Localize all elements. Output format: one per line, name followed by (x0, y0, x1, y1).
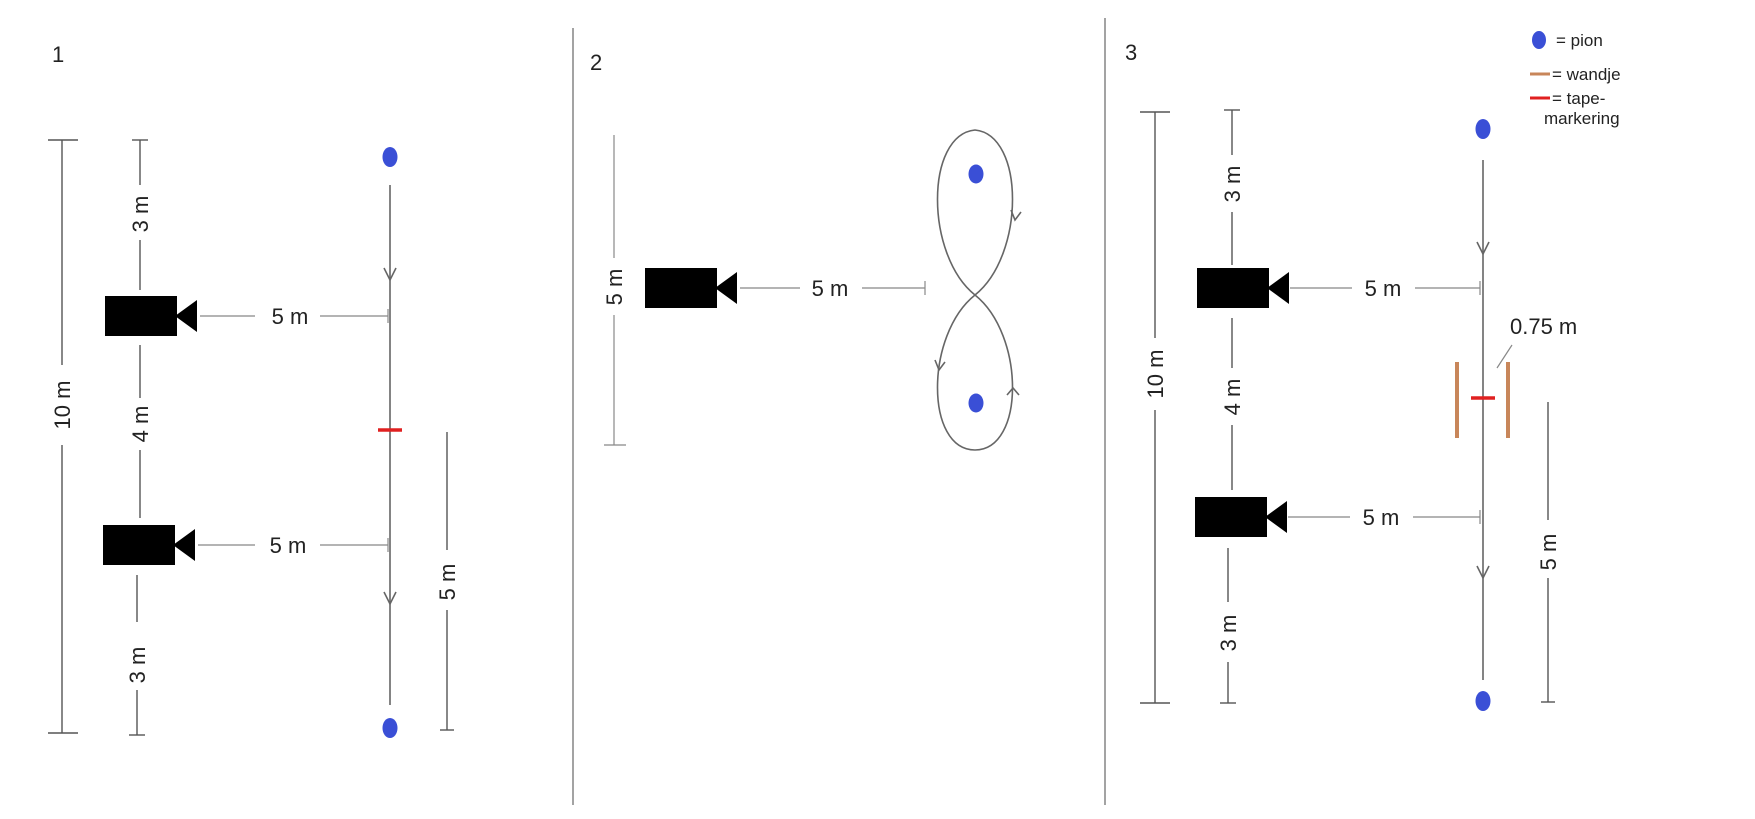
pion-marker (1532, 31, 1546, 49)
direction-arrow (383, 591, 397, 606)
panel-number: 2 (590, 50, 602, 75)
camera-icon (103, 525, 195, 565)
panel-number: 1 (52, 42, 64, 67)
legend-tape-line2: markering (1544, 109, 1620, 128)
legend: = pion = wandje = tape- markering (1530, 31, 1621, 128)
direction-arrow (383, 267, 397, 282)
camera-distance-label: 5 m (1363, 505, 1400, 530)
pion-marker (1475, 119, 1491, 139)
legend-wandje: = wandje (1552, 65, 1621, 84)
direction-arrow (1476, 565, 1490, 580)
dimension-label-bottom: 3 m (1216, 615, 1241, 652)
camera-icon (105, 296, 197, 336)
dimension-label-total: 10 m (50, 381, 75, 430)
pion-marker (1475, 691, 1491, 711)
panel-2: 2 5 m 5 m (590, 50, 1022, 451)
dimension-label-top: 3 m (1220, 166, 1245, 203)
pion-marker (382, 718, 398, 738)
dimension-label-total: 10 m (1143, 350, 1168, 399)
pion-marker (968, 164, 984, 184)
dimension-label-height: 5 m (602, 269, 627, 306)
dimension-label-bottom: 3 m (125, 647, 150, 684)
camera-distance-label: 5 m (812, 276, 849, 301)
legend-tape: = tape- (1552, 89, 1605, 108)
camera-distance-label: 5 m (270, 533, 307, 558)
gap-label: 0.75 m (1510, 314, 1577, 339)
dimension-label-right: 5 m (1536, 534, 1561, 571)
dimension-label-right: 5 m (435, 564, 460, 601)
dimension-total: 10 m (48, 139, 78, 734)
dimension-label-top: 3 m (128, 196, 153, 233)
dimension-label-middle: 4 m (1220, 379, 1245, 416)
pion-marker (968, 393, 984, 413)
direction-arrow (934, 359, 946, 372)
camera-icon (1195, 497, 1287, 537)
panel-3: 3 10 m 3 m 4 m 3 m 5 m 5 m (1125, 40, 1577, 711)
direction-arrow (1006, 386, 1020, 396)
figure-eight-path (936, 129, 1014, 451)
panel-1: 1 10 m 3 m 4 m 3 m (48, 42, 460, 738)
dimension-segments: 3 m 4 m 3 m (125, 139, 153, 736)
camera-distance-label: 5 m (272, 304, 309, 329)
direction-arrow (1476, 241, 1490, 256)
legend-pion: = pion (1556, 31, 1603, 50)
dimension-label-middle: 4 m (128, 406, 153, 443)
camera-icon (1197, 268, 1289, 308)
camera-distance-label: 5 m (1365, 276, 1402, 301)
camera-icon (645, 268, 737, 308)
panel-number: 3 (1125, 40, 1137, 65)
pion-marker (382, 147, 398, 167)
direction-arrow (1010, 209, 1022, 222)
